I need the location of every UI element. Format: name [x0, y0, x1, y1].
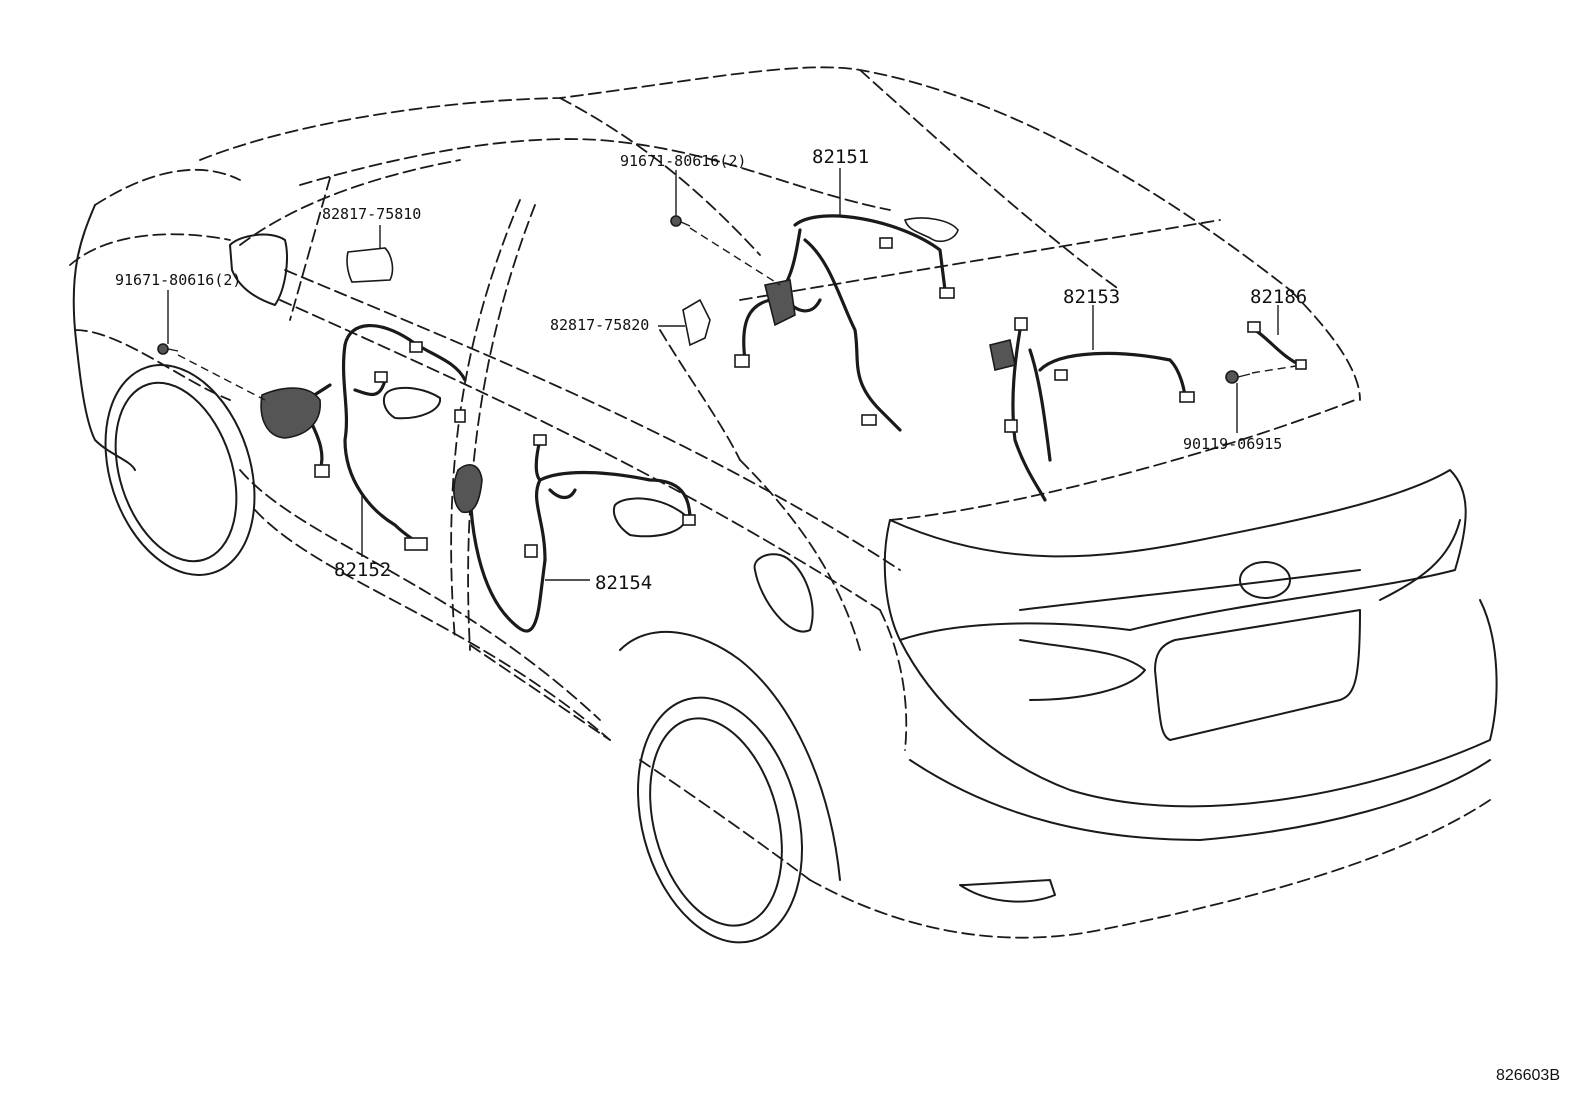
harness-82151[interactable]: [734, 214, 955, 432]
connector: [1004, 419, 1018, 433]
connector: [1179, 391, 1195, 403]
part-label-82817-75810[interactable]: 82817-75810: [322, 205, 422, 223]
connector: [524, 544, 538, 558]
connector: [939, 287, 955, 299]
connector: [764, 279, 796, 327]
part-label-82152[interactable]: 82152: [334, 559, 392, 581]
leader-lines: [167, 168, 1297, 581]
part-label-82151[interactable]: 82151: [812, 146, 870, 168]
pad-82817-75810[interactable]: [346, 247, 394, 283]
harness-82152[interactable]: [260, 324, 467, 551]
connector: [682, 514, 696, 526]
roof-bracket: [903, 217, 959, 242]
connector: [879, 237, 893, 249]
part-label-82154[interactable]: 82154: [595, 572, 653, 594]
pad-82817-75820[interactable]: [682, 298, 711, 347]
connector: [1247, 321, 1261, 333]
connector: [734, 354, 750, 368]
connector: [314, 464, 330, 478]
car-body-solid: [72, 204, 1498, 944]
bolt-90119[interactable]: [1225, 370, 1251, 384]
connector: [989, 339, 1016, 371]
car-body-outline: [69, 66, 1491, 939]
connector: [409, 341, 423, 353]
harness-82153[interactable]: [989, 317, 1195, 502]
connector: [453, 464, 483, 514]
part-label-82817-75820[interactable]: 82817-75820: [550, 316, 650, 334]
connector: [1054, 369, 1068, 381]
harness-82186[interactable]: [1247, 321, 1307, 370]
connector: [374, 371, 388, 383]
part-label-91671-rear[interactable]: 91671-80616(2): [620, 152, 747, 170]
connector: [533, 434, 547, 446]
connector: [1014, 317, 1028, 331]
connector: [454, 409, 466, 423]
part-label-82186[interactable]: 82186: [1250, 286, 1308, 308]
part-label-82153[interactable]: 82153: [1063, 286, 1121, 308]
connector: [404, 537, 428, 551]
connector: [861, 414, 877, 426]
connector: [1295, 359, 1307, 370]
diagram-code: 826603B: [1495, 1067, 1560, 1084]
part-label-91671-front[interactable]: 91671-80616(2): [115, 271, 242, 289]
harness-82154[interactable]: [453, 434, 696, 633]
connector: [260, 387, 321, 439]
clip-91671-rear[interactable]: [670, 215, 691, 227]
part-label-90119-06915[interactable]: 90119-06915: [1183, 435, 1283, 453]
clip-91671-front[interactable]: [157, 343, 179, 355]
